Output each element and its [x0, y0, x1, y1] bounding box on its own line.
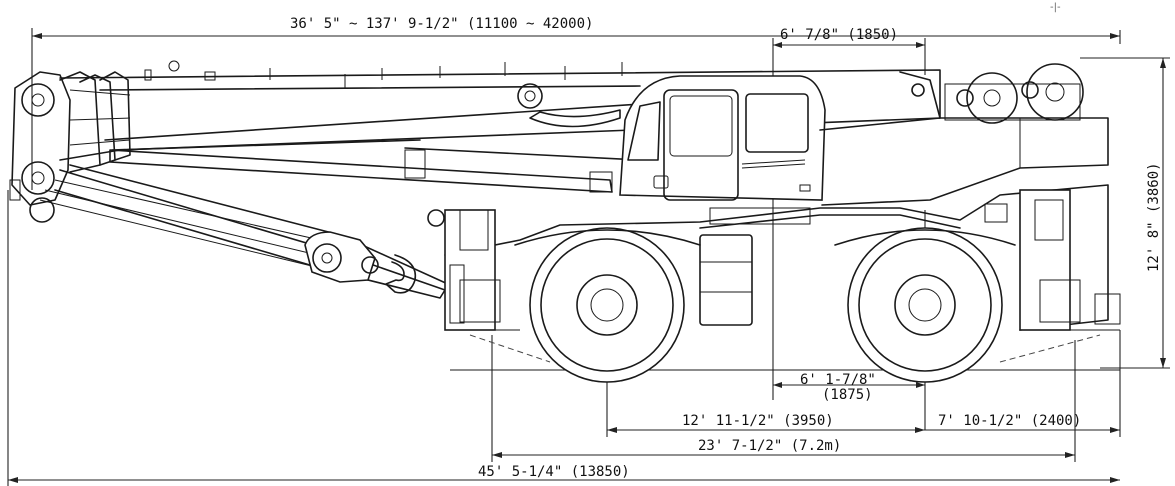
cab-side-window — [745, 93, 809, 153]
corner-mark: -|- — [1050, 2, 1061, 13]
rear-overhang-dimension: 7' 10-1/2" (2400) — [925, 330, 1121, 437]
turning-width-dimension: 23' 7-1/2" (7.2m) — [491, 335, 1076, 462]
hook-block — [304, 231, 417, 294]
operator-cab — [619, 75, 826, 201]
front-outrigger — [427, 209, 520, 331]
center-offset-label-2: (1875) — [822, 387, 873, 403]
rear-wheel — [834, 227, 1016, 383]
cab-offset-label: 6' 7/8" (1850) — [780, 27, 898, 43]
center-offset-label-1: 6' 1-7/8" — [800, 372, 876, 388]
overall-length-dimension: 45' 5-1/4" (13850) — [7, 190, 1120, 486]
boom-length-dimension: 36' 5" ~ 137' 9-1/2" (11100 ~ 42000) — [31, 16, 1121, 190]
boom-length-label: 36' 5" ~ 137' 9-1/2" (11100 ~ 42000) — [290, 16, 593, 32]
overall-length-label: 45' 5-1/4" (13850) — [478, 464, 630, 480]
boom-top-fittings — [144, 60, 623, 88]
front-wheel — [514, 227, 701, 383]
turning-width-label: 23' 7-1/2" (7.2m) — [698, 438, 841, 454]
rear-outrigger — [984, 189, 1121, 331]
hoist-winches — [944, 63, 1084, 124]
luffing-cylinder — [109, 147, 641, 193]
boom-head — [9, 71, 131, 223]
rear-overhang-label: 7' 10-1/2" (2400) — [938, 413, 1081, 429]
wheelbase-label: 12' 11-1/2" (3950) — [682, 413, 834, 429]
overall-height-dimension: 12' 8" (3860) — [1080, 57, 1170, 369]
overall-height-label: 12' 8" (3860) — [1146, 162, 1162, 272]
carrier-frame — [444, 184, 1109, 331]
turning-radius-dash — [469, 334, 551, 363]
cab-door-window — [663, 89, 739, 201]
boom-pivot — [517, 83, 543, 109]
stowed-jib — [54, 164, 451, 299]
superstructure — [819, 71, 1109, 206]
